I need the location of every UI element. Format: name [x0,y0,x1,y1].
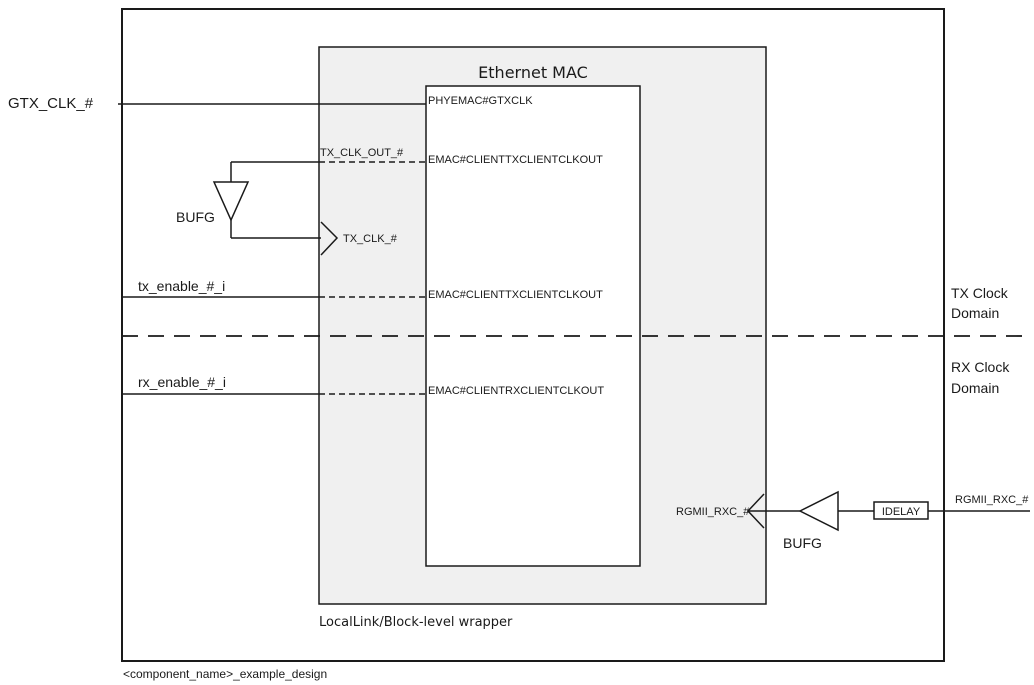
phyemac-gtxclk-port: PHYEMAC#GTXCLK [428,95,533,107]
idelay-label: IDELAY [882,506,921,518]
rgmii-rxc-external-label: RGMII_RXC_# [955,494,1029,506]
tx-clock-domain-label-line2: Domain [951,305,999,321]
wrapper-caption: LocalLink/Block-level wrapper [319,615,513,630]
tx-enable-label: tx_enable_#_i [138,278,225,294]
emac-clienttx-clkout-port-2: EMAC#CLIENTTXCLIENTCLKOUT [428,289,603,301]
ethernet-mac-title: Ethernet MAC [478,63,588,82]
rx-clock-domain-label-line1: RX Clock [951,359,1010,375]
ethernet-mac-box [425,85,641,567]
emac-clienttx-clkout-port-1: EMAC#CLIENTTXCLIENTCLKOUT [428,154,603,166]
tx-clk-label: TX_CLK_# [343,233,398,245]
gtx-clk-input-label: GTX_CLK_# [8,95,94,112]
rgmii-rxc-internal-label: RGMII_RXC_# [676,506,750,518]
bufg-tx-label: BUFG [176,209,215,225]
rx-enable-label: rx_enable_#_i [138,374,226,390]
tx-clk-input-chevron-icon [320,221,339,256]
bufg-rx-label: BUFG [783,535,822,551]
bufg-tx-buffer-icon [212,181,250,222]
rx-clock-domain-label-line2: Domain [951,380,999,396]
emac-clientrx-clkout-port: EMAC#CLIENTRXCLIENTCLKOUT [428,385,604,397]
tx-clock-domain-label-line1: TX Clock [951,285,1009,301]
bufg-rx-buffer-icon [798,490,839,532]
tx-clk-out-label: TX_CLK_OUT_# [320,147,404,159]
example-design-caption: <component_name>_example_design [123,667,327,681]
example-design-box [121,8,945,662]
